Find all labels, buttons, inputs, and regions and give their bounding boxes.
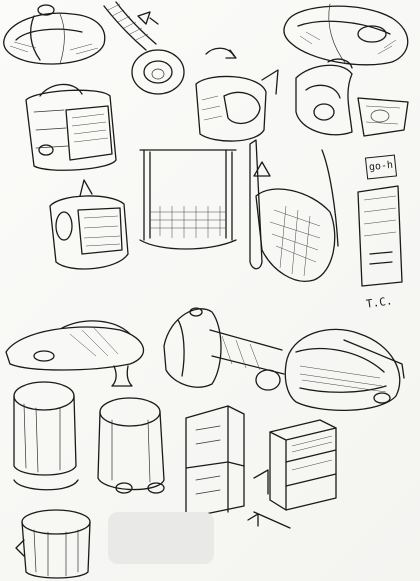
sketch-saucer-stand bbox=[5, 320, 145, 387]
sketch-arm-lamp bbox=[163, 307, 285, 391]
sketch-rounded-box bbox=[195, 47, 279, 142]
sketch-top-handle bbox=[103, 1, 185, 95]
erased-patch bbox=[108, 512, 214, 564]
sketch-bucket bbox=[15, 509, 91, 579]
sketch-cover-panels bbox=[249, 139, 403, 287]
sketch-tall-cabinet bbox=[185, 405, 245, 519]
sketch-hook-shape bbox=[295, 58, 409, 137]
sketch-tv-unit bbox=[25, 83, 117, 171]
sketch-camera-cube bbox=[49, 179, 129, 270]
sketch-top-left-pod bbox=[3, 4, 106, 65]
sketch-cylinder-middle bbox=[97, 397, 165, 494]
sketch-cylinder-left bbox=[13, 381, 79, 491]
sketch-top-right-disc bbox=[283, 3, 409, 66]
sketch-mesh-frame bbox=[139, 149, 237, 250]
handwritten-label-box: go-h bbox=[364, 154, 398, 180]
sketch-shelf-unit bbox=[247, 419, 337, 529]
sketch-large-shell bbox=[284, 328, 405, 412]
